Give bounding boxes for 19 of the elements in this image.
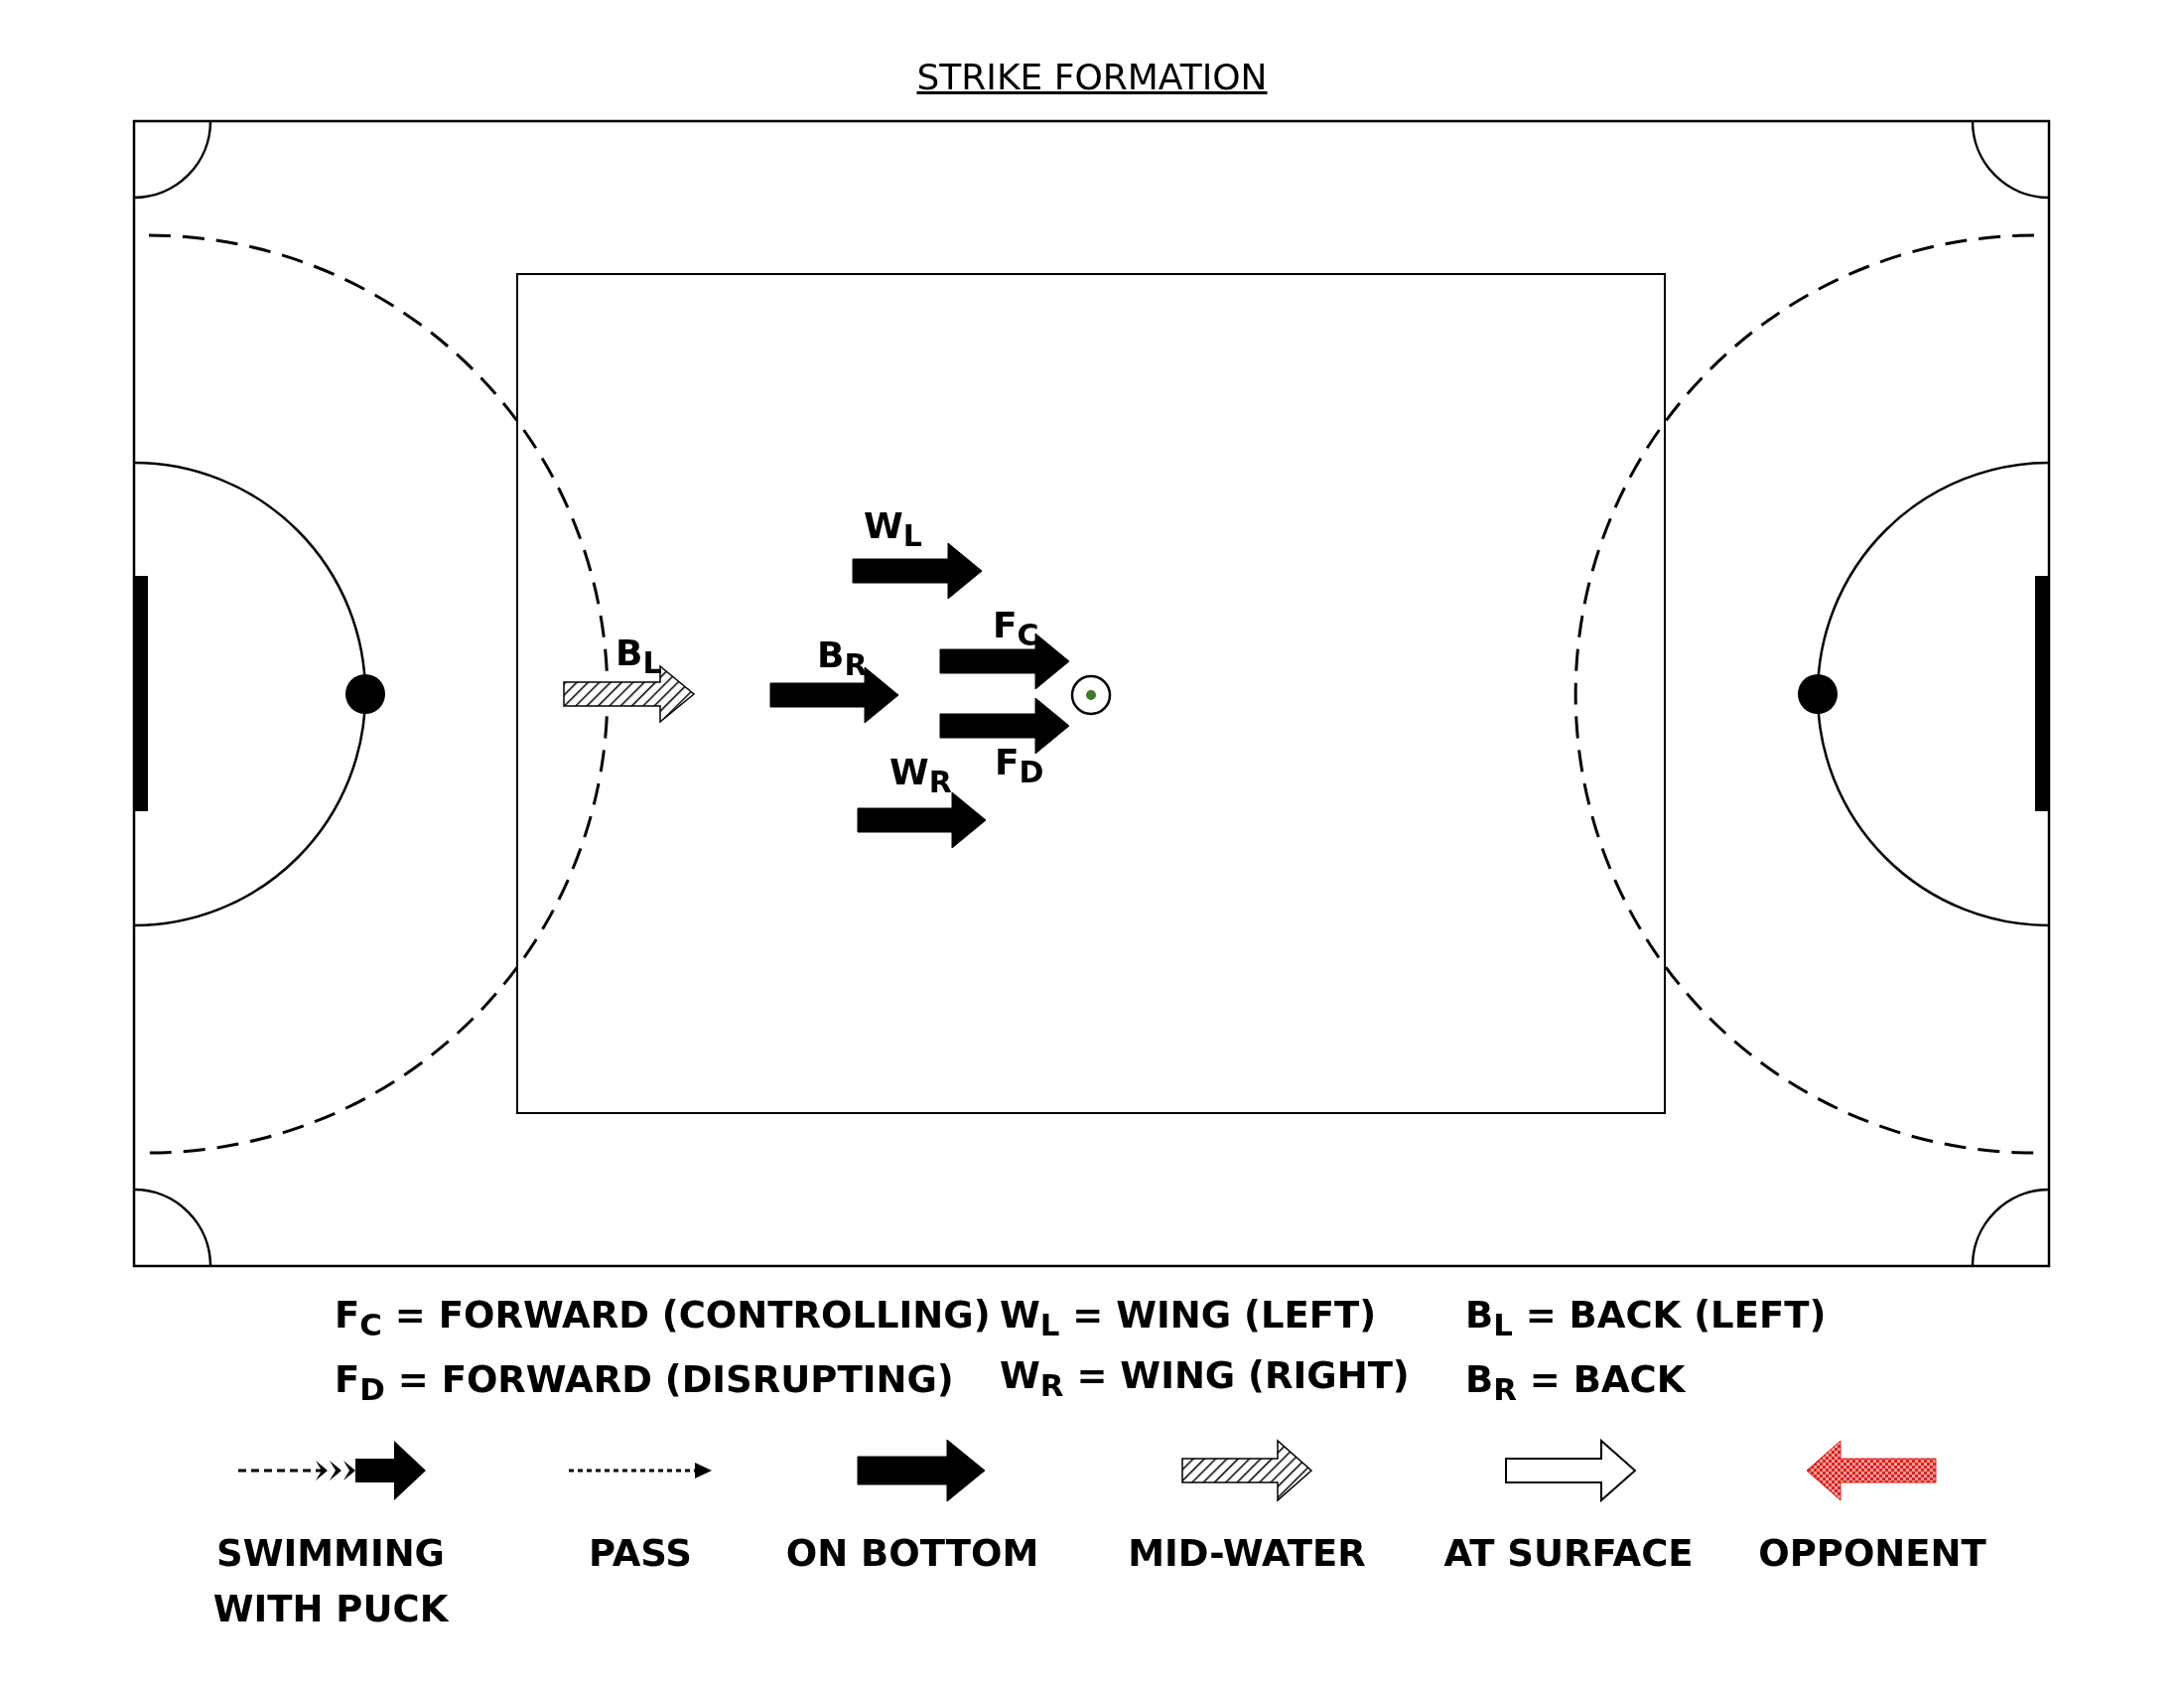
position-label: F$_{C}$: [993, 606, 1039, 652]
key-text: B$_{L}$ = BACK (LEFT): [1465, 1296, 1827, 1343]
legend-label: OPPONENT: [1757, 1531, 1987, 1577]
key-text: B$_{R}$ = BACK: [1465, 1360, 1686, 1408]
position-label: B$_{R}$: [817, 635, 868, 682]
diagram-title: STRIKE FORMATION: [916, 58, 1268, 97]
key-text: F$_{C}$ = FORWARD (CONTROLLING): [335, 1296, 991, 1343]
position-label: W$_{L}$: [864, 506, 922, 553]
legend-label: SWIMMING WITH PUCK: [211, 1531, 450, 1632]
legend-label: ON BOTTOM: [784, 1531, 1040, 1577]
legend-label: AT SURFACE: [1442, 1531, 1695, 1577]
legend-label: PASS: [588, 1531, 693, 1577]
position-label: F$_{D}$: [995, 743, 1044, 789]
key-text: W$_{R}$ = WING (RIGHT): [1000, 1356, 1410, 1404]
position-label: W$_{R}$: [889, 753, 952, 799]
legend-label: MID-WATER: [1127, 1531, 1367, 1577]
key-text: F$_{D}$ = FORWARD (DISRUPTING): [335, 1360, 954, 1408]
position-label: B$_{L}$: [615, 633, 662, 680]
key-text: W$_{L}$ = WING (LEFT): [1000, 1296, 1377, 1343]
